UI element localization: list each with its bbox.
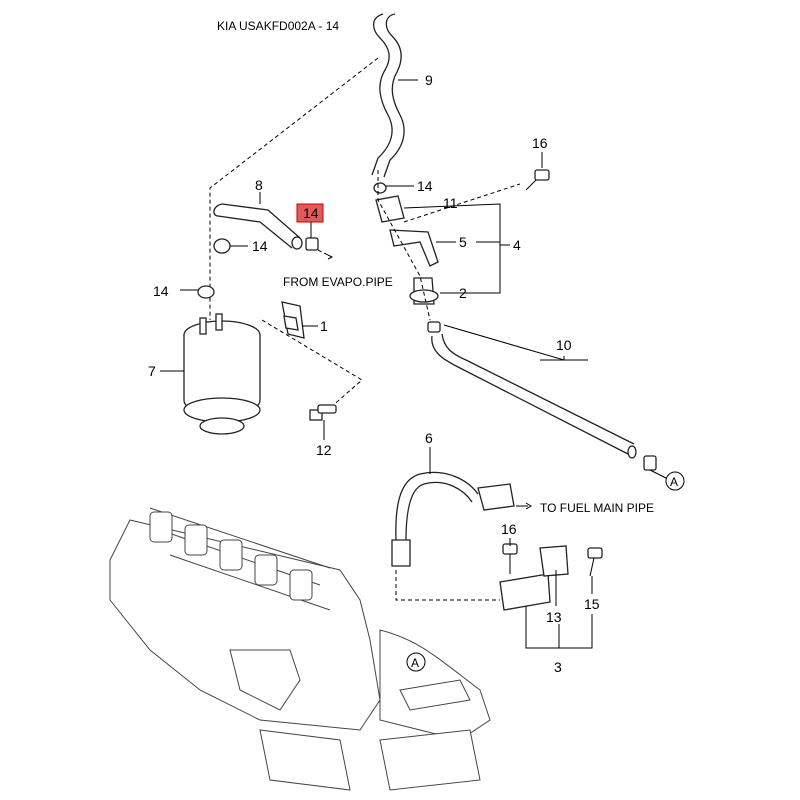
svg-text:A: A	[670, 475, 678, 489]
guide-line-bracket-13	[395, 570, 500, 601]
bolt-16-top[interactable]	[525, 169, 550, 191]
guide-line-valve	[377, 170, 431, 321]
leader-a-top	[649, 469, 667, 479]
callout-10[interactable]: 10	[556, 337, 572, 353]
callout-9[interactable]: 9	[425, 72, 433, 88]
bracket-5[interactable]	[389, 229, 439, 267]
callout-2[interactable]: 2	[459, 285, 467, 301]
bracket-1[interactable]	[281, 301, 305, 339]
callout-8[interactable]: 8	[255, 177, 263, 193]
callout-3[interactable]: 3	[554, 659, 562, 675]
highlight-box-14[interactable]	[296, 203, 324, 223]
callout-16-bottom[interactable]: 16	[501, 521, 517, 537]
callout-15[interactable]: 15	[584, 596, 600, 612]
svg-text:A: A	[411, 656, 419, 670]
arrow-evapo	[327, 254, 334, 260]
clamp-14-canister[interactable]	[197, 285, 215, 299]
ref-a-top-circle: A	[665, 471, 685, 491]
to-fuel-main-pipe-label: TO FUEL MAIN PIPE	[540, 501, 654, 515]
hose-10[interactable]	[431, 333, 637, 459]
arrow-fuel-main	[525, 502, 532, 510]
callout-4[interactable]: 4	[513, 237, 521, 253]
from-evapo-pipe-label: FROM EVAPO.PIPE	[283, 275, 393, 289]
guide-line-bracket	[261, 319, 363, 409]
bolt-15[interactable]	[587, 547, 603, 577]
seal-11[interactable]	[375, 195, 405, 223]
hose-8[interactable]	[213, 203, 303, 250]
leader-lines	[160, 79, 593, 649]
bolt-12[interactable]	[309, 404, 337, 421]
callout-12[interactable]: 12	[316, 442, 332, 458]
ref-a-bottom-circle: A	[406, 652, 426, 672]
clamp-14-left[interactable]	[213, 238, 231, 254]
hose-9[interactable]	[371, 13, 405, 178]
callout-11[interactable]: 11	[443, 195, 458, 211]
callout-1[interactable]: 1	[320, 318, 328, 334]
canister-7[interactable]	[183, 313, 261, 435]
bolt-16-bottom[interactable]	[502, 543, 518, 574]
clamp-10-end[interactable]	[643, 455, 657, 471]
diagram-title: KIA USAKFD002A - 14	[217, 19, 339, 33]
guide-line-bolt16	[403, 183, 521, 223]
clamp-14-highlighted[interactable]	[305, 237, 319, 251]
valve-2[interactable]	[409, 277, 439, 305]
callout-5[interactable]: 5	[459, 234, 467, 250]
callout-16-top[interactable]: 16	[532, 135, 548, 151]
clamp-14-valve-lower[interactable]	[427, 321, 441, 333]
clamp-14-right-top[interactable]	[373, 182, 387, 194]
guide-line-evapo	[317, 249, 331, 257]
callout-14-right[interactable]: 14	[417, 178, 433, 194]
callout-13[interactable]: 13	[546, 609, 562, 625]
callout-14-left[interactable]: 14	[252, 238, 268, 254]
guide-line-hose9-canister	[209, 57, 379, 320]
hose-6[interactable]	[391, 471, 515, 567]
callout-14-highlighted[interactable]: 14	[303, 205, 319, 221]
callout-7[interactable]: 7	[148, 363, 156, 379]
engine-block	[109, 507, 491, 791]
callout-6[interactable]: 6	[425, 430, 433, 446]
callout-14-canister[interactable]: 14	[153, 283, 169, 299]
bracket-13[interactable]	[499, 545, 569, 611]
